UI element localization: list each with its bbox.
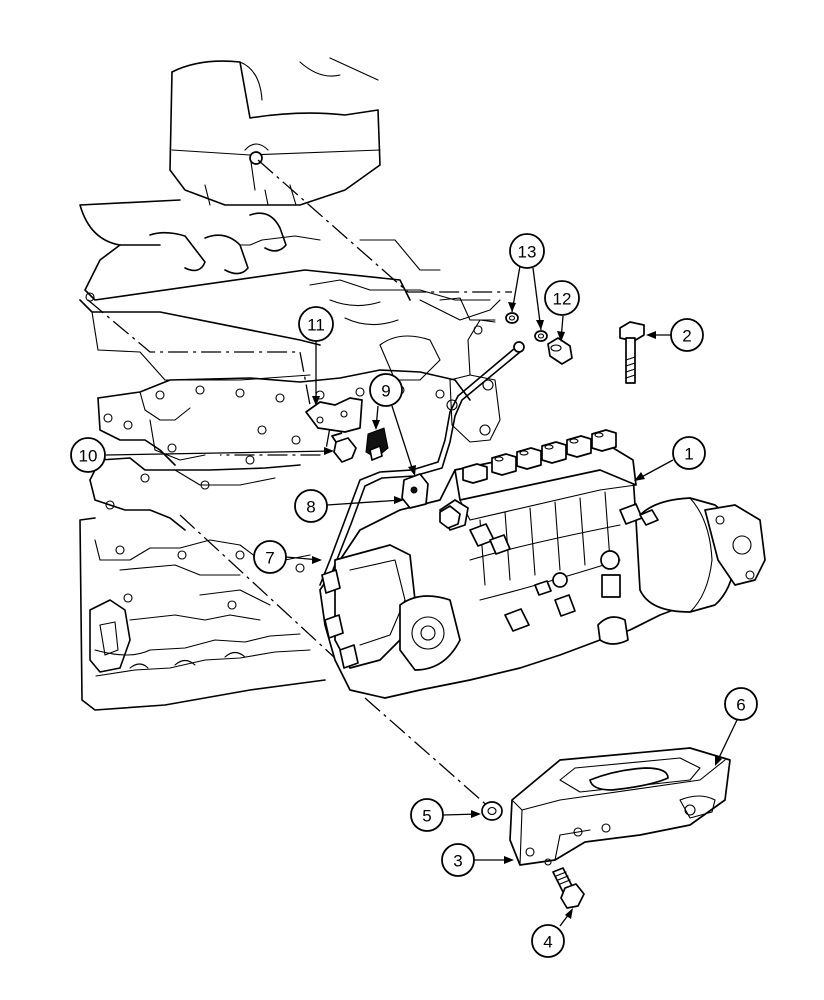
callout-9: 9: [369, 373, 403, 407]
callout-8: 8: [294, 489, 328, 523]
bolt-4: [552, 867, 585, 909]
callout-label: 10: [79, 447, 98, 466]
callout-3: 3: [441, 843, 475, 877]
callout-13: 13: [509, 233, 545, 269]
support-bracket: [509, 747, 731, 866]
callout-label: 12: [553, 290, 572, 309]
callout-11: 11: [298, 306, 334, 342]
bracket-11: [305, 397, 363, 433]
block-bolt-holes: [85, 292, 494, 610]
callout-label: 3: [453, 852, 462, 871]
bolt-2: [619, 321, 645, 384]
callout-6: 6: [724, 687, 758, 721]
callout-label: 4: [543, 933, 552, 952]
callout-1: 1: [672, 436, 706, 470]
callout-label: 9: [381, 382, 390, 401]
callout-label: 8: [306, 498, 315, 517]
line-fitting-8: [401, 473, 461, 529]
callout-2: 2: [670, 318, 704, 352]
delivery-valve-holders: [462, 429, 617, 484]
callout-label: 11: [307, 316, 325, 335]
injection-pump: [319, 429, 766, 699]
clip-9: [365, 427, 389, 461]
callout-4: 4: [531, 924, 565, 958]
callout-label: 2: [682, 327, 691, 346]
callout-5: 5: [410, 798, 444, 832]
callout-label: 6: [736, 696, 745, 715]
callout-label: 5: [422, 807, 431, 826]
callout-10: 10: [70, 437, 106, 473]
alignment-lines: [87, 159, 512, 809]
callout-label: 7: [265, 549, 274, 568]
callout-label: 1: [684, 445, 693, 464]
sealing-washers: [505, 312, 548, 342]
bolt-10: [331, 432, 357, 463]
engine-block-outline: [79, 57, 501, 711]
callout-label: 13: [518, 243, 537, 262]
callout-7: 7: [253, 540, 287, 574]
banjo-bolt: [547, 337, 573, 365]
callout-leaders: [105, 265, 738, 927]
callout-12: 12: [544, 280, 580, 316]
washer-5: [481, 801, 503, 821]
